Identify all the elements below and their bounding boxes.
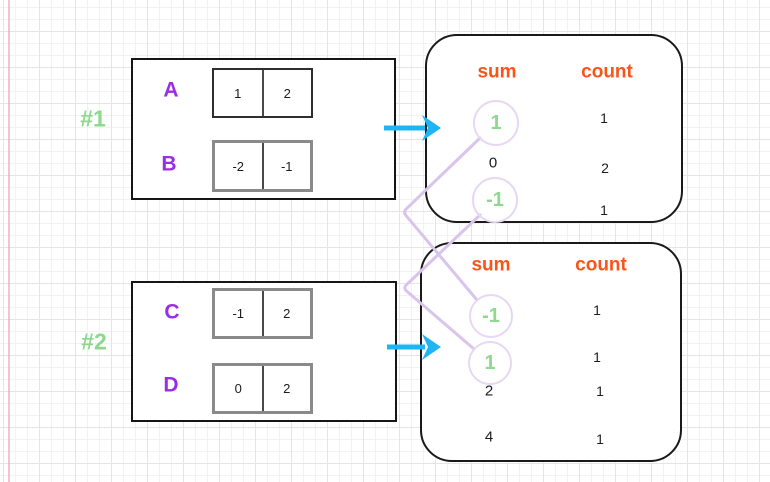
count-value: 1 [600,110,608,126]
cell-value: -2 [232,158,245,174]
group2-label: #2 [81,328,107,355]
group1-sum-header: sum [477,61,517,83]
cell-value: 2 [283,381,291,396]
cell-value: 0 [234,381,242,396]
cell-value: -1 [280,158,293,174]
sum-value: 0 [488,154,498,172]
array-cell: 2 [261,291,311,336]
cell-value: 2 [283,306,291,321]
cell-value: 2 [283,85,291,101]
notebook-margin-line [8,0,10,482]
count-value: 1 [593,349,601,365]
array-a-label: A [163,78,179,102]
group2-count-header: count [575,254,627,276]
sum-value: 4 [484,428,494,446]
array-cell: 2 [261,70,312,116]
array-cell: -1 [215,291,262,336]
sum-value: -1 [486,189,504,211]
array-d-label: D [163,373,179,397]
array-c-cells: -1 2 [212,288,313,339]
count-value: 1 [596,431,604,447]
group1-sum-table-box [425,34,683,223]
array-cell: -2 [215,143,262,189]
sum-value: 1 [490,112,502,134]
group2-sum-header: sum [471,254,511,276]
group2-sum-table-box [420,242,682,462]
count-value: 2 [601,160,609,176]
array-cell: 0 [215,366,262,411]
cell-value: -1 [232,306,245,321]
count-value: 1 [596,383,604,399]
count-value: 1 [593,302,601,318]
group1-label: #1 [80,105,106,132]
group1-count-header: count [581,61,633,83]
count-value: 1 [600,202,608,218]
array-a-cells: 1 2 [212,68,313,118]
array-b-cells: -2 -1 [212,140,313,192]
sum-value: -1 [482,305,500,327]
array-b-label: B [161,152,177,176]
array-cell: 2 [261,366,311,411]
cell-value: 1 [234,85,242,101]
array-cell: 1 [214,70,262,116]
array-c-label: C [164,300,180,324]
array-d-cells: 0 2 [212,363,313,414]
sum-value: 2 [484,382,494,400]
sum-value: 1 [484,352,496,374]
array-cell: -1 [261,143,311,189]
